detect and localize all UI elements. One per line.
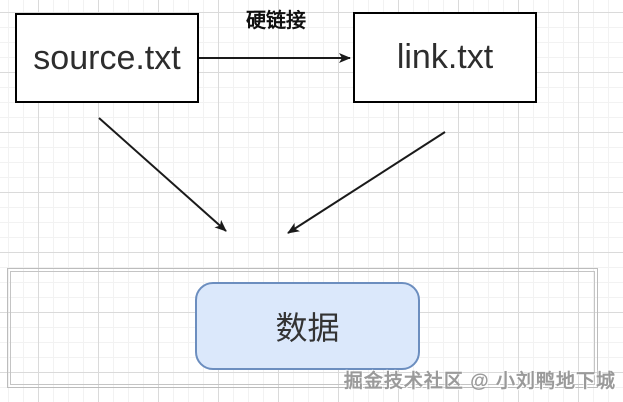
storage-container-inner-border <box>10 271 595 385</box>
hardlink-edge-label: 硬链接 <box>246 10 306 32</box>
link-node-label: link.txt <box>396 38 494 76</box>
source-node: source.txt <box>15 13 199 103</box>
link-to-data-arrow-icon <box>287 131 446 234</box>
data-node-label: 数据 <box>275 310 340 346</box>
source-to-data-arrow-icon <box>98 117 227 232</box>
storage-container <box>7 268 598 388</box>
watermark-text: 掘金技术社区 @ 小刘鸭地下城 <box>343 371 616 392</box>
source-node-label: source.txt <box>33 38 181 77</box>
link-node: link.txt <box>353 12 537 103</box>
data-node: 数据 <box>195 282 420 370</box>
